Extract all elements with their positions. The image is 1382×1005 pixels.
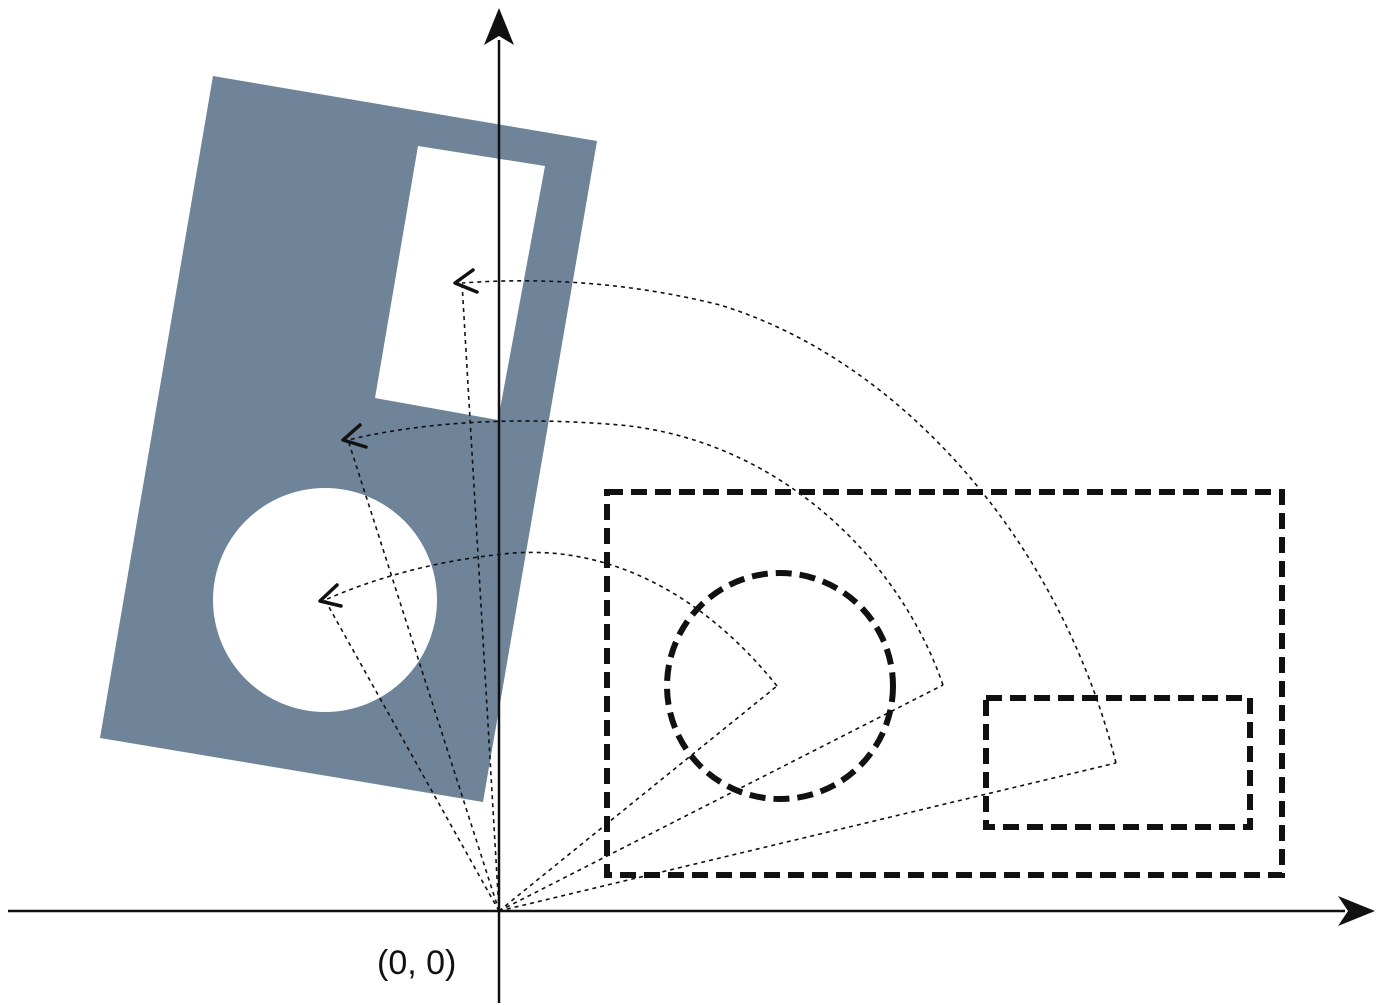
radius-line-small-rect-original — [498, 762, 1117, 912]
radius-line-small-rect-rotated — [461, 282, 500, 912]
arc-arrowhead-circle-icon — [318, 583, 343, 608]
rotated-small-rectangle-cutout — [375, 146, 545, 420]
rotation-arc-large-rect — [347, 420, 944, 686]
rotation-arc-small-rect — [461, 280, 1117, 764]
original-shape-group — [604, 489, 1285, 878]
origin-label: (0, 0) — [377, 944, 456, 982]
radius-lines — [324, 282, 1117, 912]
rotated-circle-cutout — [213, 488, 437, 712]
x-axis-arrowhead-icon — [1338, 896, 1375, 926]
arc-arrowhead-small-rect-icon — [453, 268, 479, 294]
original-small-rectangle — [983, 695, 1253, 830]
arc-arrowhead-large-rect-icon — [341, 423, 368, 449]
rotation-arc-circle — [324, 551, 778, 687]
original-circle — [664, 570, 896, 802]
rotation-arrowheads — [318, 268, 479, 608]
rotated-shape-group — [100, 76, 597, 802]
radius-line-circle-original — [498, 685, 778, 912]
radius-line-large-rect-original — [498, 684, 944, 912]
radius-line-circle-rotated — [324, 599, 500, 912]
axes — [8, 8, 1375, 1003]
rotation-arcs — [324, 280, 1117, 764]
radius-line-large-rect-rotated — [347, 439, 500, 912]
y-axis-arrowhead-icon — [484, 8, 514, 45]
original-large-rectangle — [604, 489, 1285, 878]
